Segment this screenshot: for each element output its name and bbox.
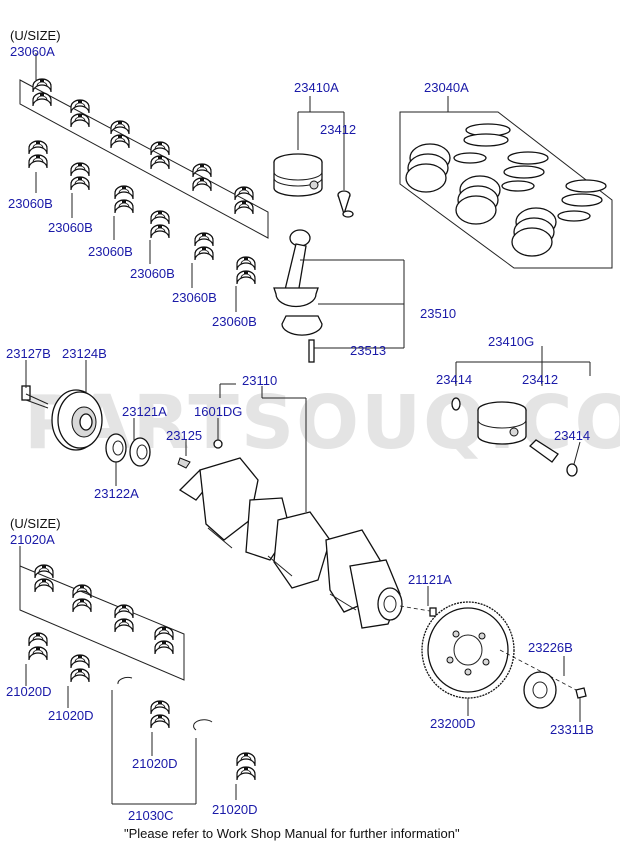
- label-21020D-3[interactable]: 21020D: [132, 756, 178, 771]
- crankshaft: [178, 383, 403, 629]
- connecting-rod: [273, 229, 405, 363]
- label-23200D[interactable]: 23200D: [430, 716, 476, 731]
- label-23121A[interactable]: 23121A: [122, 404, 167, 419]
- label-23226B[interactable]: 23226B: [528, 640, 573, 655]
- label-23122A[interactable]: 23122A: [94, 486, 139, 501]
- label-23510[interactable]: 23510: [420, 306, 456, 321]
- label-23311B[interactable]: 23311B: [550, 722, 594, 737]
- label-23127B[interactable]: 23127B: [6, 346, 51, 361]
- label-23412-top[interactable]: 23412: [320, 122, 356, 137]
- label-23060B-1[interactable]: 23060B: [8, 196, 53, 211]
- label-21020A[interactable]: 21020A: [10, 532, 55, 547]
- label-23060B-4[interactable]: 23060B: [130, 266, 175, 281]
- label-23410A[interactable]: 23410A: [294, 80, 339, 95]
- label-1601DG[interactable]: 1601DG: [194, 404, 242, 419]
- usize-header-bottom: (U/SIZE): [10, 516, 61, 531]
- label-23414-right[interactable]: 23414: [554, 428, 590, 443]
- label-21020D-4[interactable]: 21020D: [212, 802, 258, 817]
- flywheel: [421, 601, 587, 722]
- lower-shells-left: [29, 141, 255, 312]
- label-23124B[interactable]: 23124B: [62, 346, 107, 361]
- label-23060B-6[interactable]: 23060B: [212, 314, 257, 329]
- usize-header-top: (U/SIZE): [10, 28, 61, 43]
- part-labels: 23060A 23060B 23060B 23060B 23060B 23060…: [6, 44, 594, 823]
- label-23110[interactable]: 23110: [242, 373, 277, 388]
- label-23414-left[interactable]: 23414: [436, 372, 472, 387]
- label-21020D-2[interactable]: 21020D: [48, 708, 94, 723]
- label-23060B-3[interactable]: 23060B: [88, 244, 133, 259]
- label-21030C[interactable]: 21030C: [128, 808, 174, 823]
- label-23410G[interactable]: 23410G: [488, 334, 534, 349]
- label-23513[interactable]: 23513: [350, 343, 386, 358]
- footer-note: "Please refer to Work Shop Manual for fu…: [124, 826, 460, 841]
- piston-assembly-right: [451, 346, 591, 477]
- label-21121A[interactable]: 21121A: [408, 572, 452, 587]
- crank-pulley: [21, 360, 103, 451]
- crank-sprocket: [105, 418, 223, 486]
- label-23125[interactable]: 23125: [166, 428, 202, 443]
- label-23060B-2[interactable]: 23060B: [48, 220, 93, 235]
- label-23060B-5[interactable]: 23060B: [172, 290, 217, 305]
- label-21020D-1[interactable]: 21020D: [6, 684, 52, 699]
- label-23412-right[interactable]: 23412: [522, 372, 558, 387]
- label-23040A[interactable]: 23040A: [424, 80, 469, 95]
- upper-bearing-panel: [19, 79, 269, 239]
- label-23060A[interactable]: 23060A: [10, 44, 55, 59]
- piston-assembly-top: [273, 96, 354, 218]
- lower-bearing-panel: [19, 546, 185, 681]
- piston-ring-set: [399, 96, 613, 269]
- lower-shells-bottom: [25, 633, 255, 805]
